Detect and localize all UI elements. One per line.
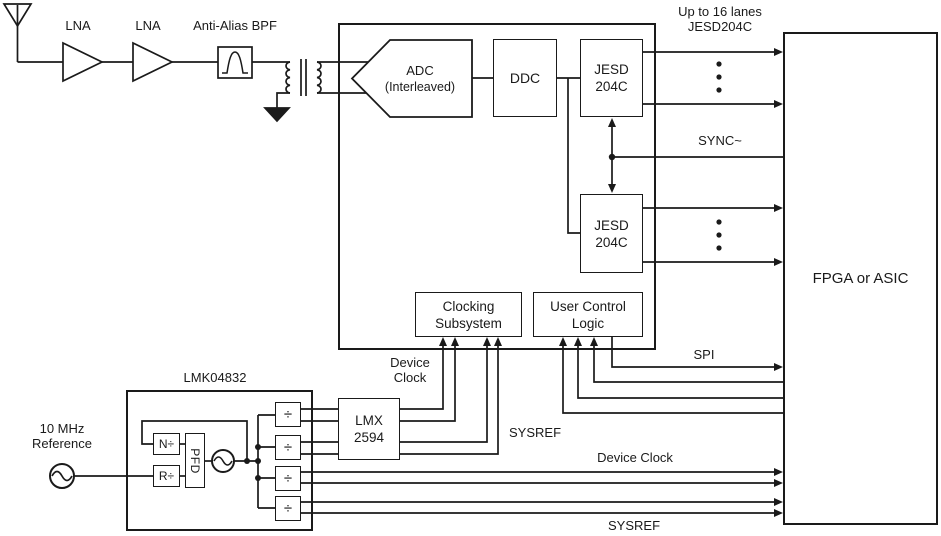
sysref-bottom-label: SYSREF bbox=[607, 518, 661, 533]
clocking-subsystem-block: Clocking Subsystem bbox=[415, 292, 522, 337]
user-control-label-line1: User Control bbox=[550, 298, 626, 314]
bandpass-filter-icon bbox=[217, 46, 253, 79]
r-divider-label: R÷ bbox=[158, 469, 175, 483]
divider-symbol: ÷ bbox=[283, 469, 293, 487]
lanes-label: Up to 16 lanes JESD204C bbox=[678, 4, 762, 34]
ground-icon bbox=[263, 92, 291, 123]
ddc-label: DDC bbox=[509, 69, 541, 86]
clock-divider-2: ÷ bbox=[275, 435, 301, 460]
lmx-label-line1: LMX bbox=[355, 413, 383, 428]
adc-block: ADC (Interleaved) bbox=[368, 40, 472, 117]
fpga-label: FPGA or ASIC bbox=[812, 270, 909, 287]
ddc-block: DDC bbox=[493, 39, 557, 117]
lna2-label: LNA bbox=[135, 18, 161, 33]
lna1-label: LNA bbox=[65, 18, 91, 33]
wire-ddc-jesd-bottom bbox=[567, 78, 580, 234]
device-clock-mid-label: Device Clock bbox=[390, 355, 430, 385]
adc-label-line2: (Interleaved) bbox=[384, 79, 456, 94]
lna2-amplifier-icon bbox=[132, 41, 174, 83]
jesd-top-label-line2: 204C bbox=[595, 79, 628, 94]
sine-source-icon bbox=[49, 463, 75, 489]
jesd-top-label-line1: JESD bbox=[594, 62, 629, 77]
sysref-mid-label: SYSREF bbox=[508, 425, 562, 440]
clocking-label-line1: Clocking bbox=[442, 298, 495, 314]
n-divider-label: N÷ bbox=[158, 437, 175, 451]
user-control-label-line2: Logic bbox=[571, 315, 605, 331]
adc-block-shape bbox=[350, 39, 473, 118]
sync-label: SYNC~ bbox=[698, 133, 742, 148]
lmx2594-block: LMX 2594 bbox=[338, 398, 400, 460]
user-control-logic-block: User Control Logic bbox=[533, 292, 643, 337]
lmk04832-boundary bbox=[126, 390, 313, 531]
r-divider-block: R÷ bbox=[153, 465, 180, 487]
spi-label: SPI bbox=[693, 347, 715, 362]
lna1-amplifier-icon bbox=[62, 41, 104, 83]
adc-label-line1: ADC bbox=[406, 62, 434, 78]
clock-divider-3: ÷ bbox=[275, 466, 301, 491]
spi-wires bbox=[562, 337, 783, 414]
clock-divider-1: ÷ bbox=[275, 402, 301, 427]
n-divider-block: N÷ bbox=[153, 433, 180, 455]
divider-symbol: ÷ bbox=[283, 499, 293, 517]
jesd-bottom-block: JESD 204C bbox=[580, 194, 643, 273]
pfd-block: PFD bbox=[185, 433, 205, 488]
antenna-icon bbox=[2, 3, 33, 62]
device-clock-sysref-wires bbox=[300, 471, 776, 514]
clocking-label-line2: Subsystem bbox=[435, 315, 502, 331]
fpga-block: FPGA or ASIC bbox=[783, 32, 938, 525]
lmx-label-line2: 2594 bbox=[353, 430, 385, 445]
jesd-lane-wires bbox=[643, 51, 776, 263]
clock-divider-4: ÷ bbox=[275, 496, 301, 521]
divider-symbol: ÷ bbox=[283, 438, 293, 456]
bpf-label: Anti-Alias BPF bbox=[193, 18, 277, 33]
jesd-top-block: JESD 204C bbox=[580, 39, 643, 117]
junction-dots bbox=[244, 61, 722, 481]
jesd-bottom-label-line2: 204C bbox=[595, 234, 628, 250]
divider-symbol: ÷ bbox=[283, 405, 293, 423]
jesd-bottom-label-line1: JESD bbox=[594, 217, 629, 233]
transformer-balun-icon bbox=[285, 59, 322, 96]
sine-oscillator-icon bbox=[211, 449, 235, 473]
arrowheads bbox=[439, 48, 783, 517]
device-clock-bottom-label: Device Clock bbox=[597, 450, 673, 465]
adc-ic-boundary bbox=[338, 23, 656, 350]
reference-label: 10 MHz Reference bbox=[32, 421, 92, 451]
lmk04832-label: LMK04832 bbox=[183, 370, 247, 385]
pfd-label: PFD bbox=[188, 447, 202, 474]
